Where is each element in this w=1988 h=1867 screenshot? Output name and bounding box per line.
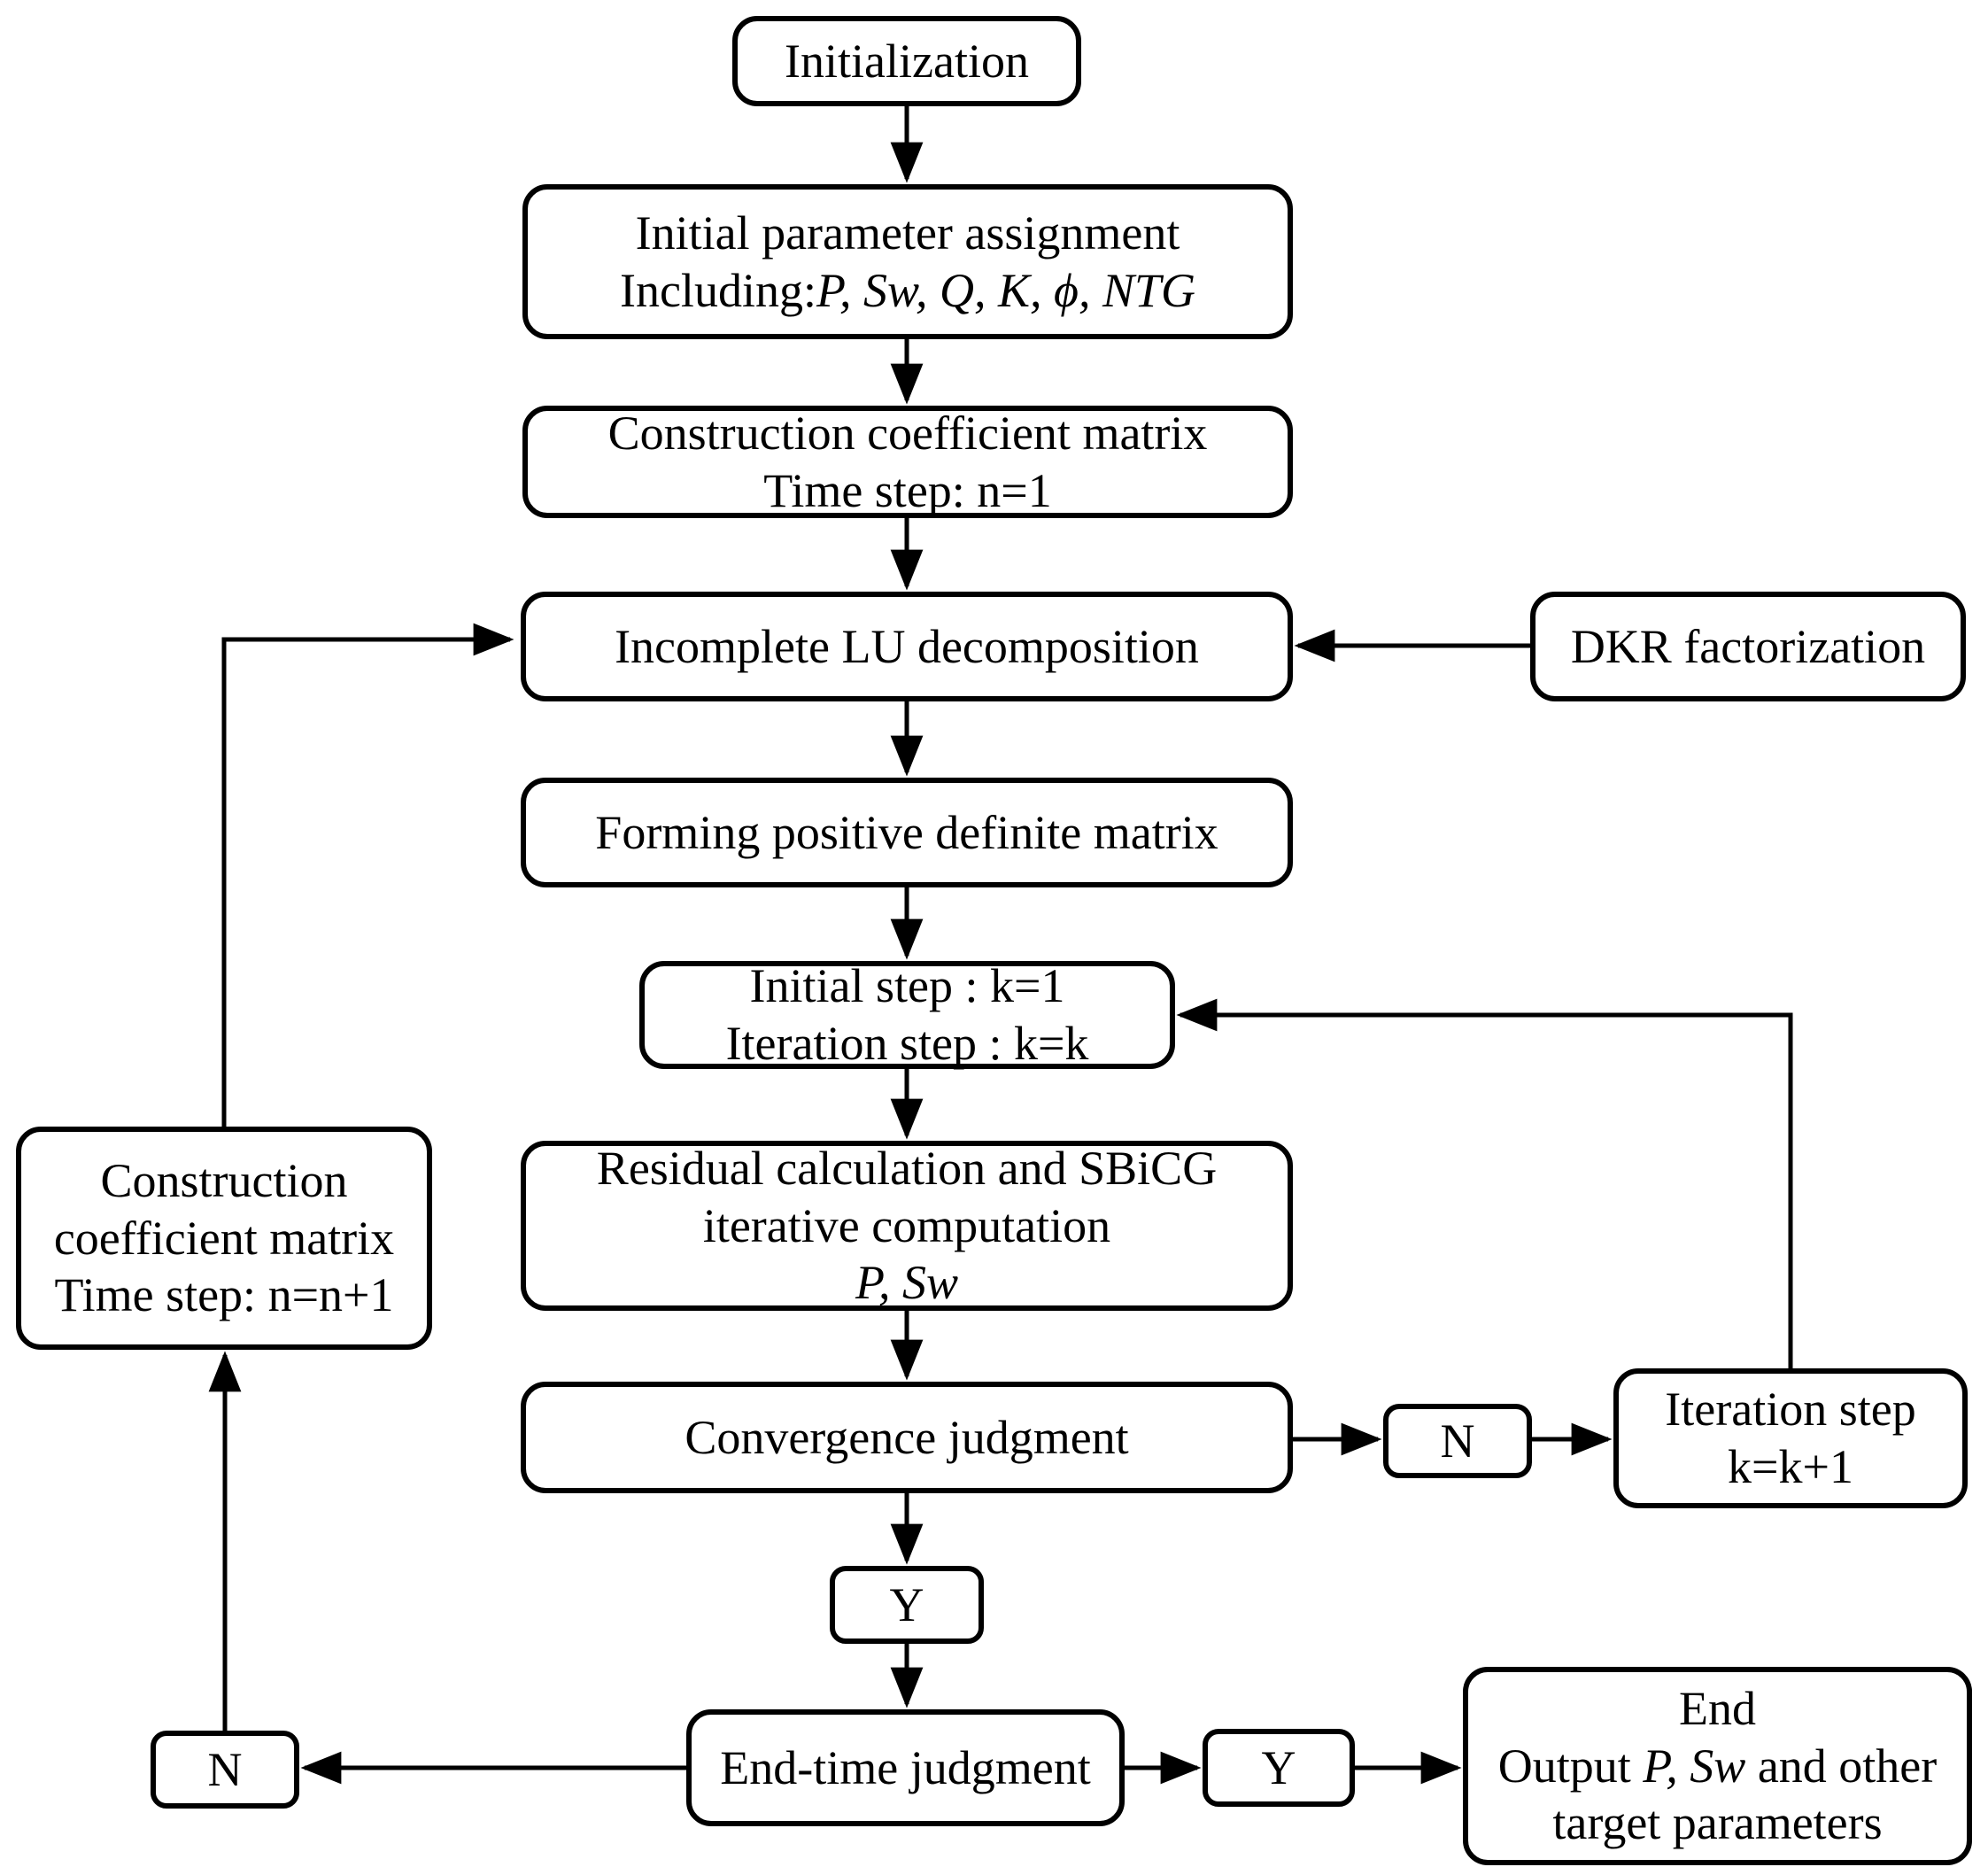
node-initial-step: Initial step : k=1 Iteration step : k=k [639, 959, 1175, 1070]
arrow-iteration-to-istep-loop [1176, 998, 1793, 1368]
residual-line3-variables: P, Sw [855, 1256, 959, 1310]
arrow-ccm2-to-lu-loop [221, 623, 514, 1127]
node-dkr-factorization: DKR factorization [1530, 592, 1966, 701]
node-iteration-step-increment: Iteration step k=k+1 [1613, 1368, 1968, 1508]
y-mid-label: Y [889, 1577, 924, 1631]
end-time-label: End-time judgment [720, 1740, 1091, 1794]
node-endtime-no-branch: N [151, 1731, 299, 1809]
param-line1: Initial parameter assignment [635, 205, 1180, 260]
node-end-time-judgment: End-time judgment [686, 1709, 1125, 1826]
node-incomplete-lu-decomposition: Incomplete LU decomposition [521, 592, 1293, 701]
residual-line1: Residual calculation and SBiCG [596, 1141, 1218, 1195]
node-initialization-label: Initialization [785, 34, 1029, 88]
node-endtime-yes-branch: Y [1203, 1729, 1355, 1807]
ccm1-line2: Time step: n=1 [763, 463, 1052, 517]
node-forming-positive-definite-matrix: Forming positive definite matrix [521, 778, 1293, 887]
iteration-line2: k=k+1 [1728, 1440, 1853, 1493]
y-bottom-label: Y [1261, 1740, 1296, 1794]
node-end-output: End Output P, Sw and other target parame… [1463, 1667, 1972, 1865]
node-convergence-no-branch: N [1383, 1404, 1532, 1478]
param-line2: Including:P, Sw, Q, K, ϕ, NTG [620, 262, 1195, 320]
node-construction-coefficient-matrix-n1: Construction coefficient matrix Time ste… [522, 406, 1293, 518]
node-initialization: Initialization [732, 16, 1081, 106]
node-convergence-judgment: Convergence judgment [521, 1382, 1293, 1493]
end-line2-variables: P, Sw [1643, 1739, 1746, 1793]
forming-label: Forming positive definite matrix [595, 805, 1218, 859]
ccm1-line1: Construction coefficient matrix [607, 406, 1208, 460]
residual-line2: iterative computation [702, 1198, 1111, 1252]
ccm2-line3: Time step: n=n+1 [54, 1268, 394, 1322]
param-line2-prefix: Including: [619, 263, 816, 317]
iteration-line1: Iteration step [1665, 1383, 1916, 1437]
param-line2-variables: P, Sw, Q, K, ϕ, NTG [816, 263, 1195, 317]
node-convergence-yes-branch: Y [830, 1566, 984, 1644]
end-line2-prefix: Output [1497, 1739, 1644, 1793]
istep-line2: Iteration step : k=k [725, 1017, 1089, 1070]
node-residual-calculation-sbicg: Residual calculation and SBiCG iterative… [521, 1141, 1293, 1311]
node-construction-coefficient-matrix-n-plus-1: Construction coefficient matrix Time ste… [16, 1127, 432, 1350]
node-initial-parameter-assignment: Initial parameter assignment Including:P… [522, 184, 1293, 339]
ccm2-line2: coefficient matrix [53, 1211, 395, 1265]
end-line1: End [1679, 1681, 1756, 1735]
lu-label: Incomplete LU decomposition [615, 619, 1199, 673]
end-line3: target parameters [1552, 1796, 1883, 1850]
ccm2-line1: Construction [100, 1153, 348, 1207]
end-line2-suffix: and other [1745, 1739, 1938, 1793]
n-left-label: N [207, 1742, 243, 1796]
istep-line1: Initial step : k=1 [749, 959, 1065, 1013]
dkr-label: DKR factorization [1570, 619, 1926, 673]
convergence-label: Convergence judgment [685, 1410, 1129, 1464]
end-line2: Output P, Sw and other [1498, 1738, 1937, 1795]
n-right-label: N [1440, 1414, 1475, 1468]
